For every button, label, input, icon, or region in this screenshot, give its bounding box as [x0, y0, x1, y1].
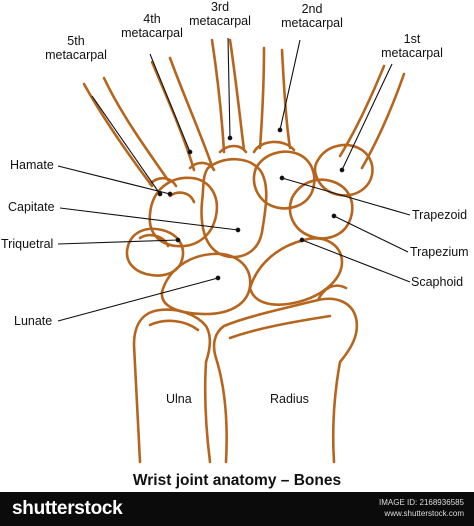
- watermark-footer: shutterstock IMAGE ID: 2168936585 www.sh…: [0, 492, 474, 526]
- label-trapezium: Trapezium: [410, 245, 469, 259]
- leader-m2-dot: [277, 127, 283, 133]
- label-3rd-metacarpal: 3rd metacarpal: [184, 0, 256, 28]
- capitate-bone: [200, 157, 268, 259]
- lunate-bone: [160, 252, 252, 316]
- leader-lunate-dot: [215, 275, 221, 281]
- leader-hamate-dot: [167, 191, 173, 197]
- image-id-text: IMAGE ID: 2168936585: [379, 498, 464, 507]
- label-ulna: Ulna: [166, 392, 192, 406]
- shutterstock-logo: shutterstock: [12, 498, 123, 519]
- leader-m4-dot: [187, 149, 193, 155]
- label-trapezoid: Trapezoid: [412, 208, 468, 222]
- leader-hamate: [57, 165, 171, 195]
- label-capitate: Capitate: [8, 200, 55, 214]
- label-4th-metacarpal: 4th metacarpal: [116, 12, 188, 40]
- label-scaphoid: Scaphoid: [411, 275, 464, 289]
- leader-m5: [91, 95, 161, 195]
- label-1st-metacarpal-line1: 1st: [403, 32, 421, 46]
- leader-scaphoid-dot: [299, 237, 305, 243]
- metacarpal-2: [252, 46, 296, 154]
- leader-trapezium-dot: [331, 213, 337, 219]
- leader-capitate-dot: [235, 227, 241, 233]
- trapezium-bone: [288, 178, 354, 240]
- scaphoid-bone: [248, 237, 344, 306]
- leader-m5-dot: [157, 191, 163, 197]
- leader-m3: [227, 37, 231, 139]
- leader-m3-dot: [227, 135, 233, 141]
- label-1st-metacarpal: 1st metacarpal: [376, 32, 448, 60]
- label-2nd-metacarpal-line1: 2nd: [301, 2, 323, 16]
- leader-trapezoid: [281, 177, 411, 216]
- label-4th-metacarpal-line1: 4th: [143, 12, 161, 26]
- ulna-bone: [132, 308, 212, 464]
- leader-trapezium: [333, 215, 409, 253]
- site-url-text: www.shutterstock.com: [384, 509, 464, 518]
- label-radius: Radius: [270, 392, 309, 406]
- leader-triquetral: [57, 239, 179, 245]
- ulna-head-detail: [148, 319, 200, 332]
- label-lunate: Lunate: [14, 314, 53, 328]
- metacarpal-3: [210, 38, 248, 154]
- label-5th-metacarpal-line2: metacarpal: [45, 48, 107, 62]
- radius-articular-detail: [228, 314, 332, 340]
- leader-m4: [149, 53, 191, 153]
- label-2nd-metacarpal-line2: metacarpal: [281, 16, 343, 30]
- wrist-diagram: 5th metacarpal 4th metacarpal 3rd metaca…: [1, 0, 469, 464]
- label-5th-metacarpal-line1: 5th: [67, 34, 85, 48]
- leader-m1-dot: [339, 167, 345, 173]
- metacarpal-5: [82, 76, 178, 188]
- label-3rd-metacarpal-line1: 3rd: [210, 0, 230, 14]
- leader-trapezoid-dot: [279, 175, 285, 181]
- leader-capitate: [59, 207, 239, 231]
- label-5th-metacarpal: 5th metacarpal: [40, 34, 112, 62]
- leader-lunate: [57, 277, 219, 322]
- triquetral-bone: [125, 227, 185, 277]
- metacarpal-1: [313, 64, 406, 197]
- trapezoid-bone: [252, 150, 316, 210]
- label-3rd-metacarpal-line2: metacarpal: [189, 14, 251, 28]
- hamate-hook: [168, 191, 196, 204]
- label-1st-metacarpal-line2: metacarpal: [381, 46, 443, 60]
- label-hamate: Hamate: [10, 158, 54, 172]
- label-4th-metacarpal-line2: metacarpal: [121, 26, 183, 40]
- leader-scaphoid: [301, 239, 411, 283]
- diagram-title: Wrist joint anatomy – Bones: [132, 472, 342, 489]
- metacarpal-4: [150, 56, 216, 172]
- label-triquetral: Triquetral: [1, 237, 54, 251]
- leader-triquetral-dot: [175, 237, 181, 243]
- leader-m1: [341, 63, 393, 171]
- bones-illustration: [57, 37, 411, 464]
- label-2nd-metacarpal: 2nd metacarpal: [276, 2, 348, 30]
- leader-m2: [279, 39, 301, 131]
